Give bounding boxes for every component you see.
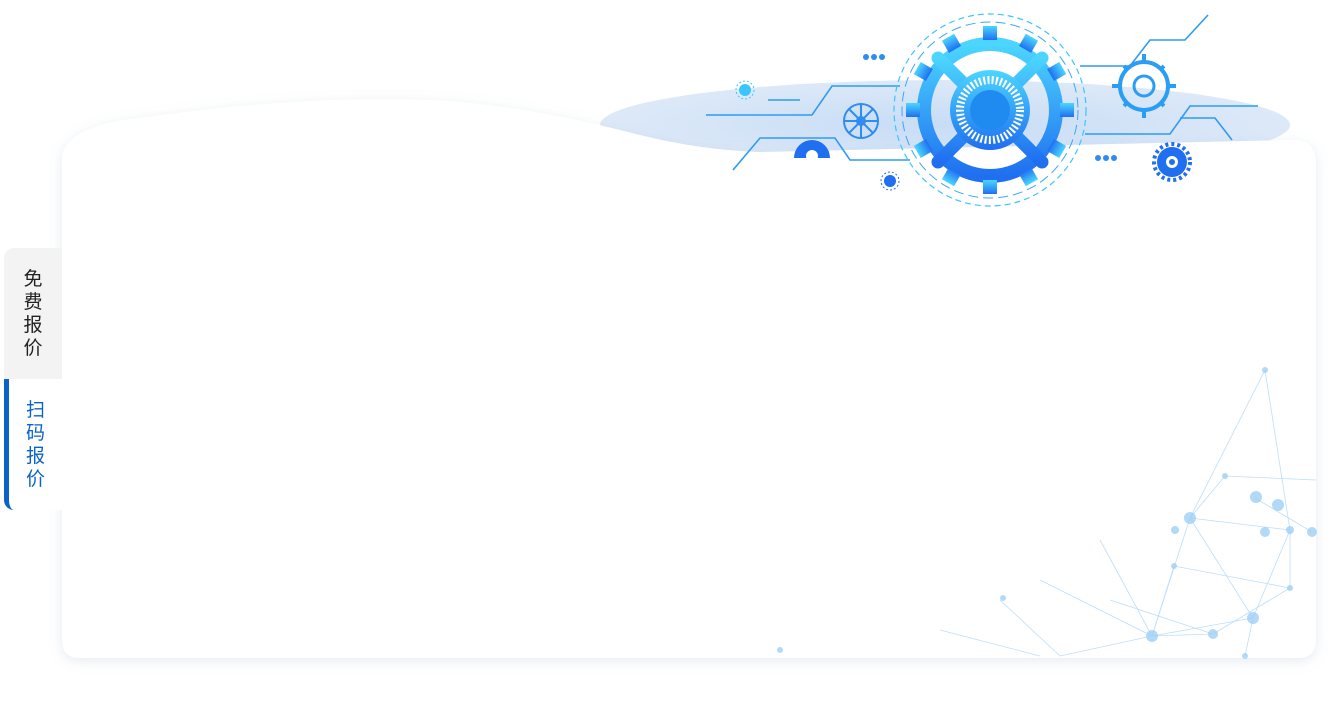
gear-icon	[843, 103, 879, 139]
network-mesh-icon	[777, 367, 1317, 659]
tab-label-char: 报	[25, 444, 45, 467]
circuit-line-icon	[706, 14, 1258, 171]
tab-label-char: 免	[23, 267, 43, 290]
network-mesh-icon	[939, 369, 1317, 657]
tab-free-quote[interactable]: 免 费 报 价	[4, 248, 62, 379]
node-decoration	[735, 80, 900, 191]
main-card	[62, 99, 1316, 659]
dots-decoration	[863, 54, 1117, 161]
tab-label-char: 报	[23, 313, 43, 336]
gear-icon	[1152, 142, 1192, 182]
quote-tabs: 免 费 报 价 扫 码 报 价	[4, 248, 62, 510]
tab-label-char: 价	[25, 467, 45, 490]
tab-label-char: 费	[23, 290, 43, 313]
tab-label-char: 码	[25, 421, 45, 444]
gear-icon	[1112, 54, 1176, 118]
gear-icon	[794, 140, 830, 162]
tab-scan-quote[interactable]: 扫 码 报 价	[4, 379, 62, 510]
tab-label-char: 价	[23, 336, 43, 359]
tab-label-char: 扫	[25, 398, 45, 421]
gear-icon	[893, 13, 1087, 207]
